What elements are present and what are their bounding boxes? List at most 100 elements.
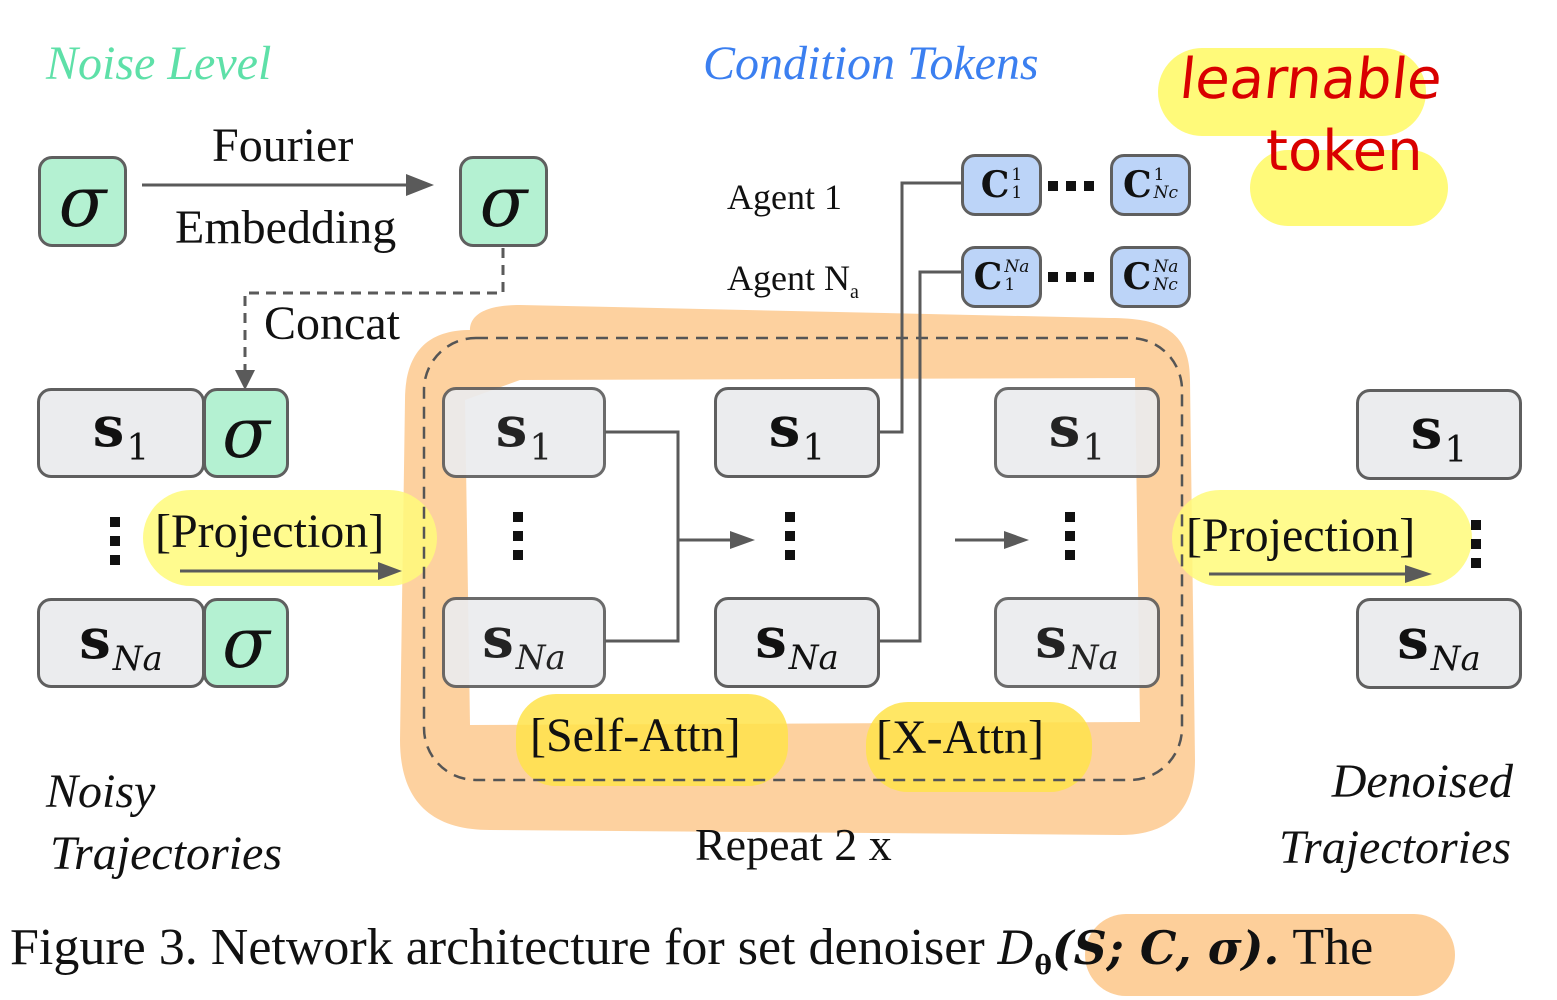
caption-formula: Dθ(S; C, σ). [997,921,1280,981]
condition-sup: Na [1004,257,1030,278]
state-symbol: s [495,393,528,460]
projection-out-arrow-head [1405,565,1432,583]
block-state-first-col1: s1 [442,387,606,478]
output-vertical-ellipsis [1471,520,1481,577]
condition-sub: 1 [1004,275,1016,295]
input-sigma-last: σ [203,598,289,688]
block-state-last-col1: sNa [442,597,606,688]
input-state-first: s1 [37,388,205,478]
yellow-highlight-self-attn [516,694,788,786]
condition-sub: 1 [1011,183,1023,203]
fourier-label: Fourier [212,119,354,172]
orange-highlight-ring [400,305,1195,835]
condition-tokens-heading: Condition Tokens [703,37,1039,90]
state-sub: Na [1068,638,1119,678]
condition-sup: 1 [1011,165,1023,186]
formula-theta: θ [1034,951,1052,982]
state-symbol: s [1410,395,1443,462]
block-state-last-col2: sNa [714,597,880,688]
denoised-trajectories-label: Trajectories [1278,821,1511,874]
fourier-arrow-head [406,174,434,196]
vertical-ellipsis-col3 [1065,512,1075,569]
noise-level-heading: Noise Level [46,37,272,90]
condition-ellipsis-row-1 [1048,181,1094,191]
output-state-last: sNa [1356,598,1522,689]
condition-sup: 1 [1153,165,1165,186]
state-symbol: s [1035,605,1067,671]
concat-arrow-head [235,370,255,390]
state-symbol: s [755,605,787,671]
state-sub: Na [112,638,163,679]
annotation-line-1: learnable [1176,47,1446,112]
x-attn-connector-agent-na [880,270,962,643]
vertical-ellipsis-col2 [785,512,795,569]
sigma-symbol: σ [222,392,270,474]
state-symbol: s [92,394,125,460]
projection-in-arrow-head [378,562,402,580]
agent-1-label: Agent 1 [727,177,842,217]
state-sub: 1 [1082,427,1106,469]
self-attn-label: [Self-Attn] [530,709,741,762]
state-symbol: s [1397,606,1429,672]
annotation-line-2: token [1266,119,1423,184]
yellow-highlight-x-attn [866,702,1092,792]
condition-symbol: C [973,256,1003,298]
formula-args: (S; C, σ). [1051,921,1280,975]
state-symbol: s [1048,393,1081,460]
sigma-symbol: σ [58,160,107,243]
figure-caption: Figure 3. Network architecture for set d… [10,918,1373,981]
state-sub: 1 [529,427,553,469]
block-state-last-col3: sNa [994,597,1160,688]
state-symbol: s [768,393,801,460]
agent-na-main: Agent N [727,258,850,298]
condition-symbol: C [1122,164,1152,206]
projection-out-label: [Projection] [1186,509,1416,562]
condition-sub: Nc [1153,275,1178,295]
condition-ellipsis-row-2 [1048,272,1094,282]
vertical-ellipsis-col1 [513,512,523,569]
input-state-last: sNa [37,598,205,688]
yellow-highlight-learnable [1158,48,1426,136]
denoised-label: Denoised [1331,755,1513,808]
state-sub: 1 [126,428,150,469]
projection-in-label: [Projection] [155,505,385,558]
state-sub: 1 [1444,429,1468,471]
agent-na-sub: a [849,281,859,304]
learnable-token-annotation: learnable token [1176,47,1446,184]
concat-connector [243,248,505,375]
state-sub: Na [1430,639,1481,679]
repeat-label: Repeat 2 x [695,819,892,870]
state-symbol: s [482,605,514,671]
repeat-block-boundary [422,336,1184,782]
block-state-first-col2: s1 [714,387,880,478]
yellow-highlight-token [1250,150,1448,226]
condition-sub: Nc [1153,183,1179,203]
condition-sup: Na [1153,257,1179,278]
sigma-symbol: σ [222,602,270,684]
sigma-box-embedded: σ [459,156,548,247]
yellow-highlight-projection-in [143,490,437,586]
x-attn-label: [X-Attn] [876,711,1044,764]
formula-d: D [997,921,1035,975]
self-attn-connector [605,430,680,643]
noisy-trajectories-label: Trajectories [50,827,283,880]
agent-na-label: Agent Na [727,257,859,304]
x-attn-connector-agent-1 [880,181,962,434]
orange-highlight-formula [1085,914,1455,996]
x-attn-arrow-head [1004,531,1029,549]
caption-suffix: The [1279,919,1374,976]
input-vertical-ellipsis [110,517,120,574]
embedding-label: Embedding [175,201,397,254]
condition-symbol: C [1122,256,1152,298]
state-sub: Na [788,638,839,678]
caption-prefix: Figure 3. Network architecture for set d… [10,919,998,976]
state-sub: Na [515,638,566,678]
output-state-first: s1 [1356,389,1522,480]
block-state-first-col3: s1 [994,387,1160,478]
state-symbol: s [79,605,111,672]
